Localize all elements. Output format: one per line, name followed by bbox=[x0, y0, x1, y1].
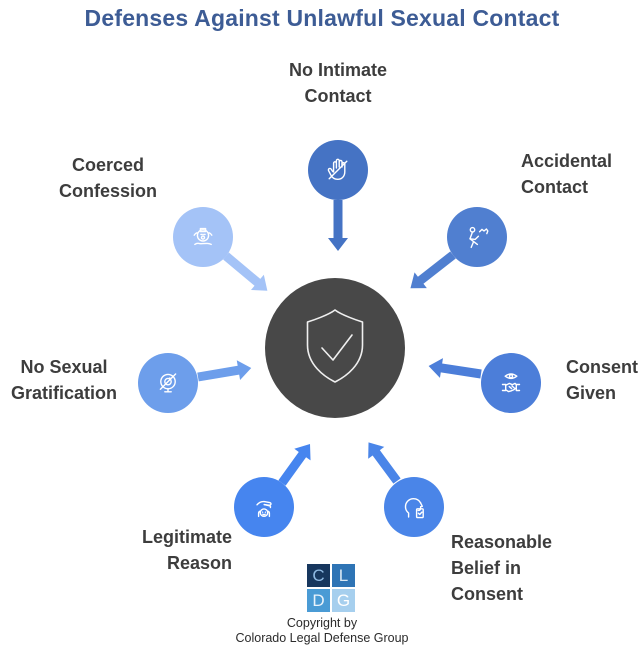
distressed-person-icon bbox=[193, 227, 213, 246]
label-reasonable-belief-in-consent: Reasonable Belief in Consent bbox=[451, 532, 553, 604]
arrow-consent-given bbox=[428, 358, 482, 379]
page-title: Defenses Against Unlawful Sexual Contact bbox=[84, 5, 560, 31]
label-no-intimate-contact: No Intimate Contact bbox=[288, 60, 387, 106]
cldg-logo: C L D G bbox=[307, 564, 356, 613]
arrow-accidental-contact bbox=[410, 251, 456, 289]
center-hub-circle bbox=[265, 278, 405, 418]
shield-check-icon bbox=[306, 309, 364, 383]
node-circle-no-sexual-gratification bbox=[138, 353, 198, 413]
logo-square-c: C bbox=[307, 564, 330, 587]
head-consent-card-icon bbox=[404, 498, 424, 519]
logo-square-l: L bbox=[332, 564, 355, 587]
node-circle-consent-given bbox=[481, 353, 541, 413]
copyright-line-2: Colorado Legal Defense Group bbox=[235, 631, 409, 645]
label-no-sexual-gratification: No Sexual Gratification bbox=[10, 357, 117, 403]
eye-handshake-icon bbox=[501, 373, 521, 393]
copyright-line-1: Copyright by bbox=[286, 616, 358, 630]
camera-slash-icon bbox=[159, 373, 177, 393]
node-circle-coerced-confession bbox=[173, 207, 233, 267]
arrow-reasonable-belief bbox=[368, 442, 401, 484]
node-circle-no-intimate-contact bbox=[308, 140, 368, 200]
label-accidental-contact: Accidental Contact bbox=[521, 151, 613, 197]
label-legitimate-reason: Legitimate Reason bbox=[141, 527, 232, 573]
label-consent-given: Consent Given bbox=[566, 357, 638, 403]
arrow-no-sexual-gratification bbox=[197, 360, 252, 382]
node-circle-reasonable-belief-in-consent bbox=[384, 477, 444, 537]
node-circle-legitimate-reason bbox=[234, 477, 294, 537]
person-slipping-icon bbox=[469, 226, 489, 249]
logo-square-g: G bbox=[332, 589, 355, 612]
hand-slash-icon bbox=[327, 158, 348, 180]
label-coerced-confession: Coerced Confession bbox=[58, 155, 157, 201]
caring-hand-child-icon bbox=[256, 500, 272, 518]
arrow-coerced-confession bbox=[223, 252, 268, 291]
arrow-no-intimate-contact bbox=[328, 200, 348, 251]
logo-square-d: D bbox=[307, 589, 330, 612]
node-circle-accidental-contact bbox=[447, 207, 507, 267]
